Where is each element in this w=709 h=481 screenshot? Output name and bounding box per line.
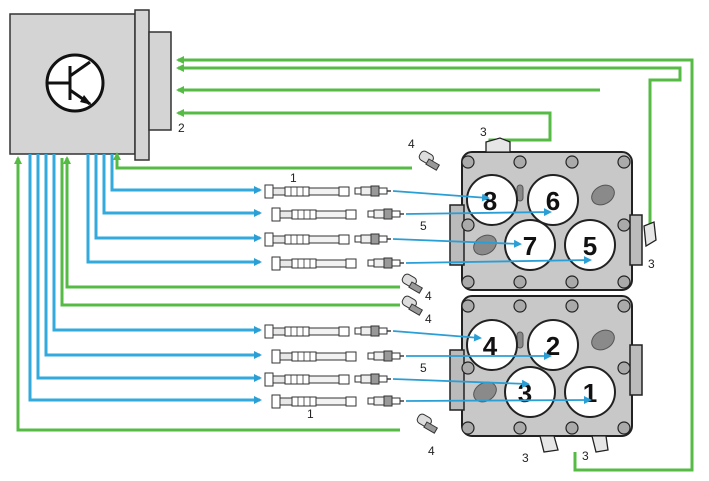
cam-sensor-icon (485, 137, 657, 453)
plug-group-bottom (354, 325, 405, 407)
plug-to-cylinder-arrows (392, 190, 592, 405)
label-cam-right: 3 (648, 257, 655, 271)
label-sensor-4: 4 (428, 444, 435, 458)
cylinder-1: 1 (583, 378, 597, 408)
cylinder-3: 3 (518, 378, 532, 408)
label-coil-top: 1 (290, 171, 297, 185)
label-sensor-1: 4 (408, 137, 415, 151)
label-plug-bottom: 5 (420, 361, 427, 375)
coil-group-top (264, 184, 357, 271)
cylinder-4: 4 (483, 331, 498, 361)
coil-group-bottom (264, 324, 357, 409)
label-cam-bottom-right: 3 (582, 449, 589, 463)
cylinder-7: 7 (523, 231, 537, 261)
ignition-wires (28, 154, 262, 404)
label-cam-top: 3 (480, 125, 487, 139)
label-cam-bottom-left: 3 (522, 451, 529, 465)
sensor-wires (14, 56, 694, 472)
label-sensor-3: 4 (425, 312, 432, 326)
cylinder-8: 8 (483, 186, 497, 216)
transistor-icon (45, 53, 105, 113)
label-plug-top: 5 (420, 219, 427, 233)
cylinder-5: 5 (583, 231, 597, 261)
label-coil-bottom: 1 (307, 407, 314, 421)
cylinder-bank-bottom (466, 319, 616, 418)
label-connector: 2 (178, 121, 185, 135)
ecu-box (9, 9, 172, 161)
plug-group-top (354, 185, 405, 269)
label-sensor-2: 4 (425, 289, 432, 303)
